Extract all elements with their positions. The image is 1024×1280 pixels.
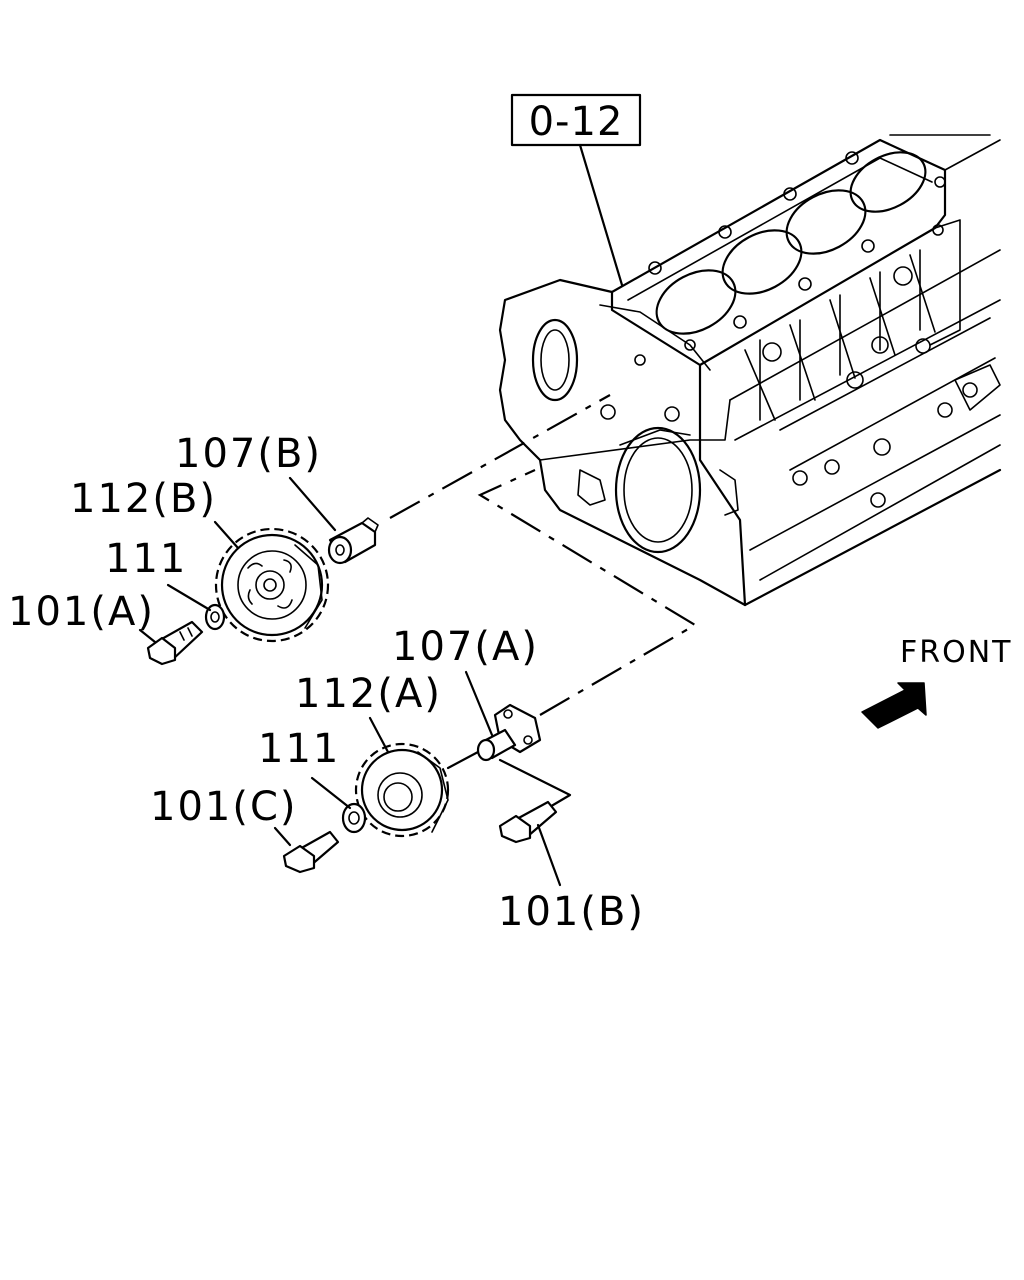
callout-107-a: 107(A)	[392, 624, 539, 670]
callout-111-a: 111	[258, 726, 340, 772]
washer-b	[204, 603, 226, 631]
bolt-b	[498, 800, 558, 844]
idler-shaft-b	[327, 517, 379, 565]
assembly-lines	[389, 394, 698, 810]
arrow-front-icon	[861, 682, 927, 729]
idler-gear-a	[354, 742, 450, 838]
bolt-c	[282, 830, 340, 874]
callout-leaders	[138, 476, 562, 887]
front-label: FRONT	[900, 635, 1012, 670]
callout-112-b: 112(B)	[70, 476, 217, 522]
callout-107-b: 107(B)	[175, 431, 322, 477]
callout-101-a: 101(A)	[8, 589, 155, 635]
reference-box: 0-12	[510, 93, 642, 287]
reference-leader-line	[578, 143, 624, 287]
front-indicator: FRONT	[861, 635, 1012, 729]
engine-block-illustration	[498, 134, 1002, 607]
bolt-a	[146, 620, 204, 666]
callout-101-b: 101(B)	[498, 889, 645, 935]
washer-a	[341, 802, 367, 834]
idler-gear-b	[214, 527, 330, 643]
callout-111-b: 111	[105, 536, 187, 582]
idler-shaft-a	[476, 703, 542, 762]
reference-box-label: 0-12	[529, 99, 624, 145]
callout-112-a: 112(A)	[295, 671, 442, 717]
callout-101-c: 101(C)	[150, 784, 298, 830]
